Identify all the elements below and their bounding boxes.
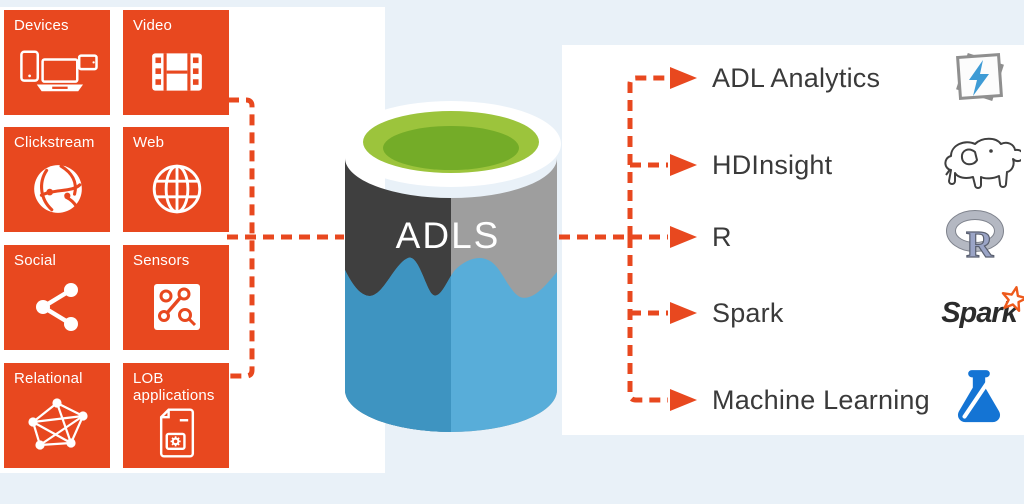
video-icon <box>133 34 221 109</box>
tile-social: Social <box>4 245 110 350</box>
tile-clickstream: Clickstream <box>4 127 110 232</box>
relational-icon <box>14 387 102 462</box>
tile-label: Sensors <box>133 252 190 269</box>
service-machine-learning: Machine Learning <box>562 368 1024 432</box>
r-logo-icon: R <box>937 205 1021 269</box>
service-r: R R <box>562 205 1024 269</box>
tile-video: Video <box>123 10 229 115</box>
tile-label: Video <box>133 17 173 34</box>
lob-applications-icon <box>133 404 221 462</box>
service-adl-analytics: ADL Analytics <box>562 46 1024 110</box>
service-spark: Spark Spark <box>562 281 1024 345</box>
service-hdinsight: HDInsight <box>562 133 1024 197</box>
tile-label: Clickstream <box>14 134 95 151</box>
sensors-icon <box>133 269 221 344</box>
clickstream-icon <box>14 151 102 226</box>
service-label: Machine Learning <box>712 384 930 415</box>
spark-star-icon <box>1001 285 1024 312</box>
tile-sensors: Sensors <box>123 245 229 350</box>
tile-devices: Devices <box>4 10 110 115</box>
tile-label: Social <box>14 252 57 269</box>
tile-label: Relational <box>14 370 83 387</box>
tile-lob-applications: LOB applications <box>123 363 229 468</box>
service-label: Spark <box>712 297 784 328</box>
tile-label: LOB applications <box>133 370 215 404</box>
web-icon <box>133 151 221 226</box>
spark-wordmark: Spark <box>941 296 1018 329</box>
svg-text:R: R <box>966 224 994 265</box>
adls-label: ADLS <box>396 215 501 256</box>
service-label: HDInsight <box>712 149 833 180</box>
devices-icon <box>14 34 102 109</box>
spark-logo-icon: Spark <box>937 281 1024 345</box>
tile-label: Devices <box>14 17 69 34</box>
tile-relational: Relational <box>4 363 110 468</box>
adl-analytics-icon <box>937 46 1021 110</box>
social-icon <box>14 269 102 344</box>
tile-label: Web <box>133 134 165 151</box>
adls-cylinder: ADLS <box>341 101 561 432</box>
machine-learning-icon <box>937 368 1021 432</box>
hdinsight-icon <box>937 133 1021 197</box>
service-label: ADL Analytics <box>712 62 881 93</box>
service-label: R <box>712 221 732 252</box>
tile-web: Web <box>123 127 229 232</box>
